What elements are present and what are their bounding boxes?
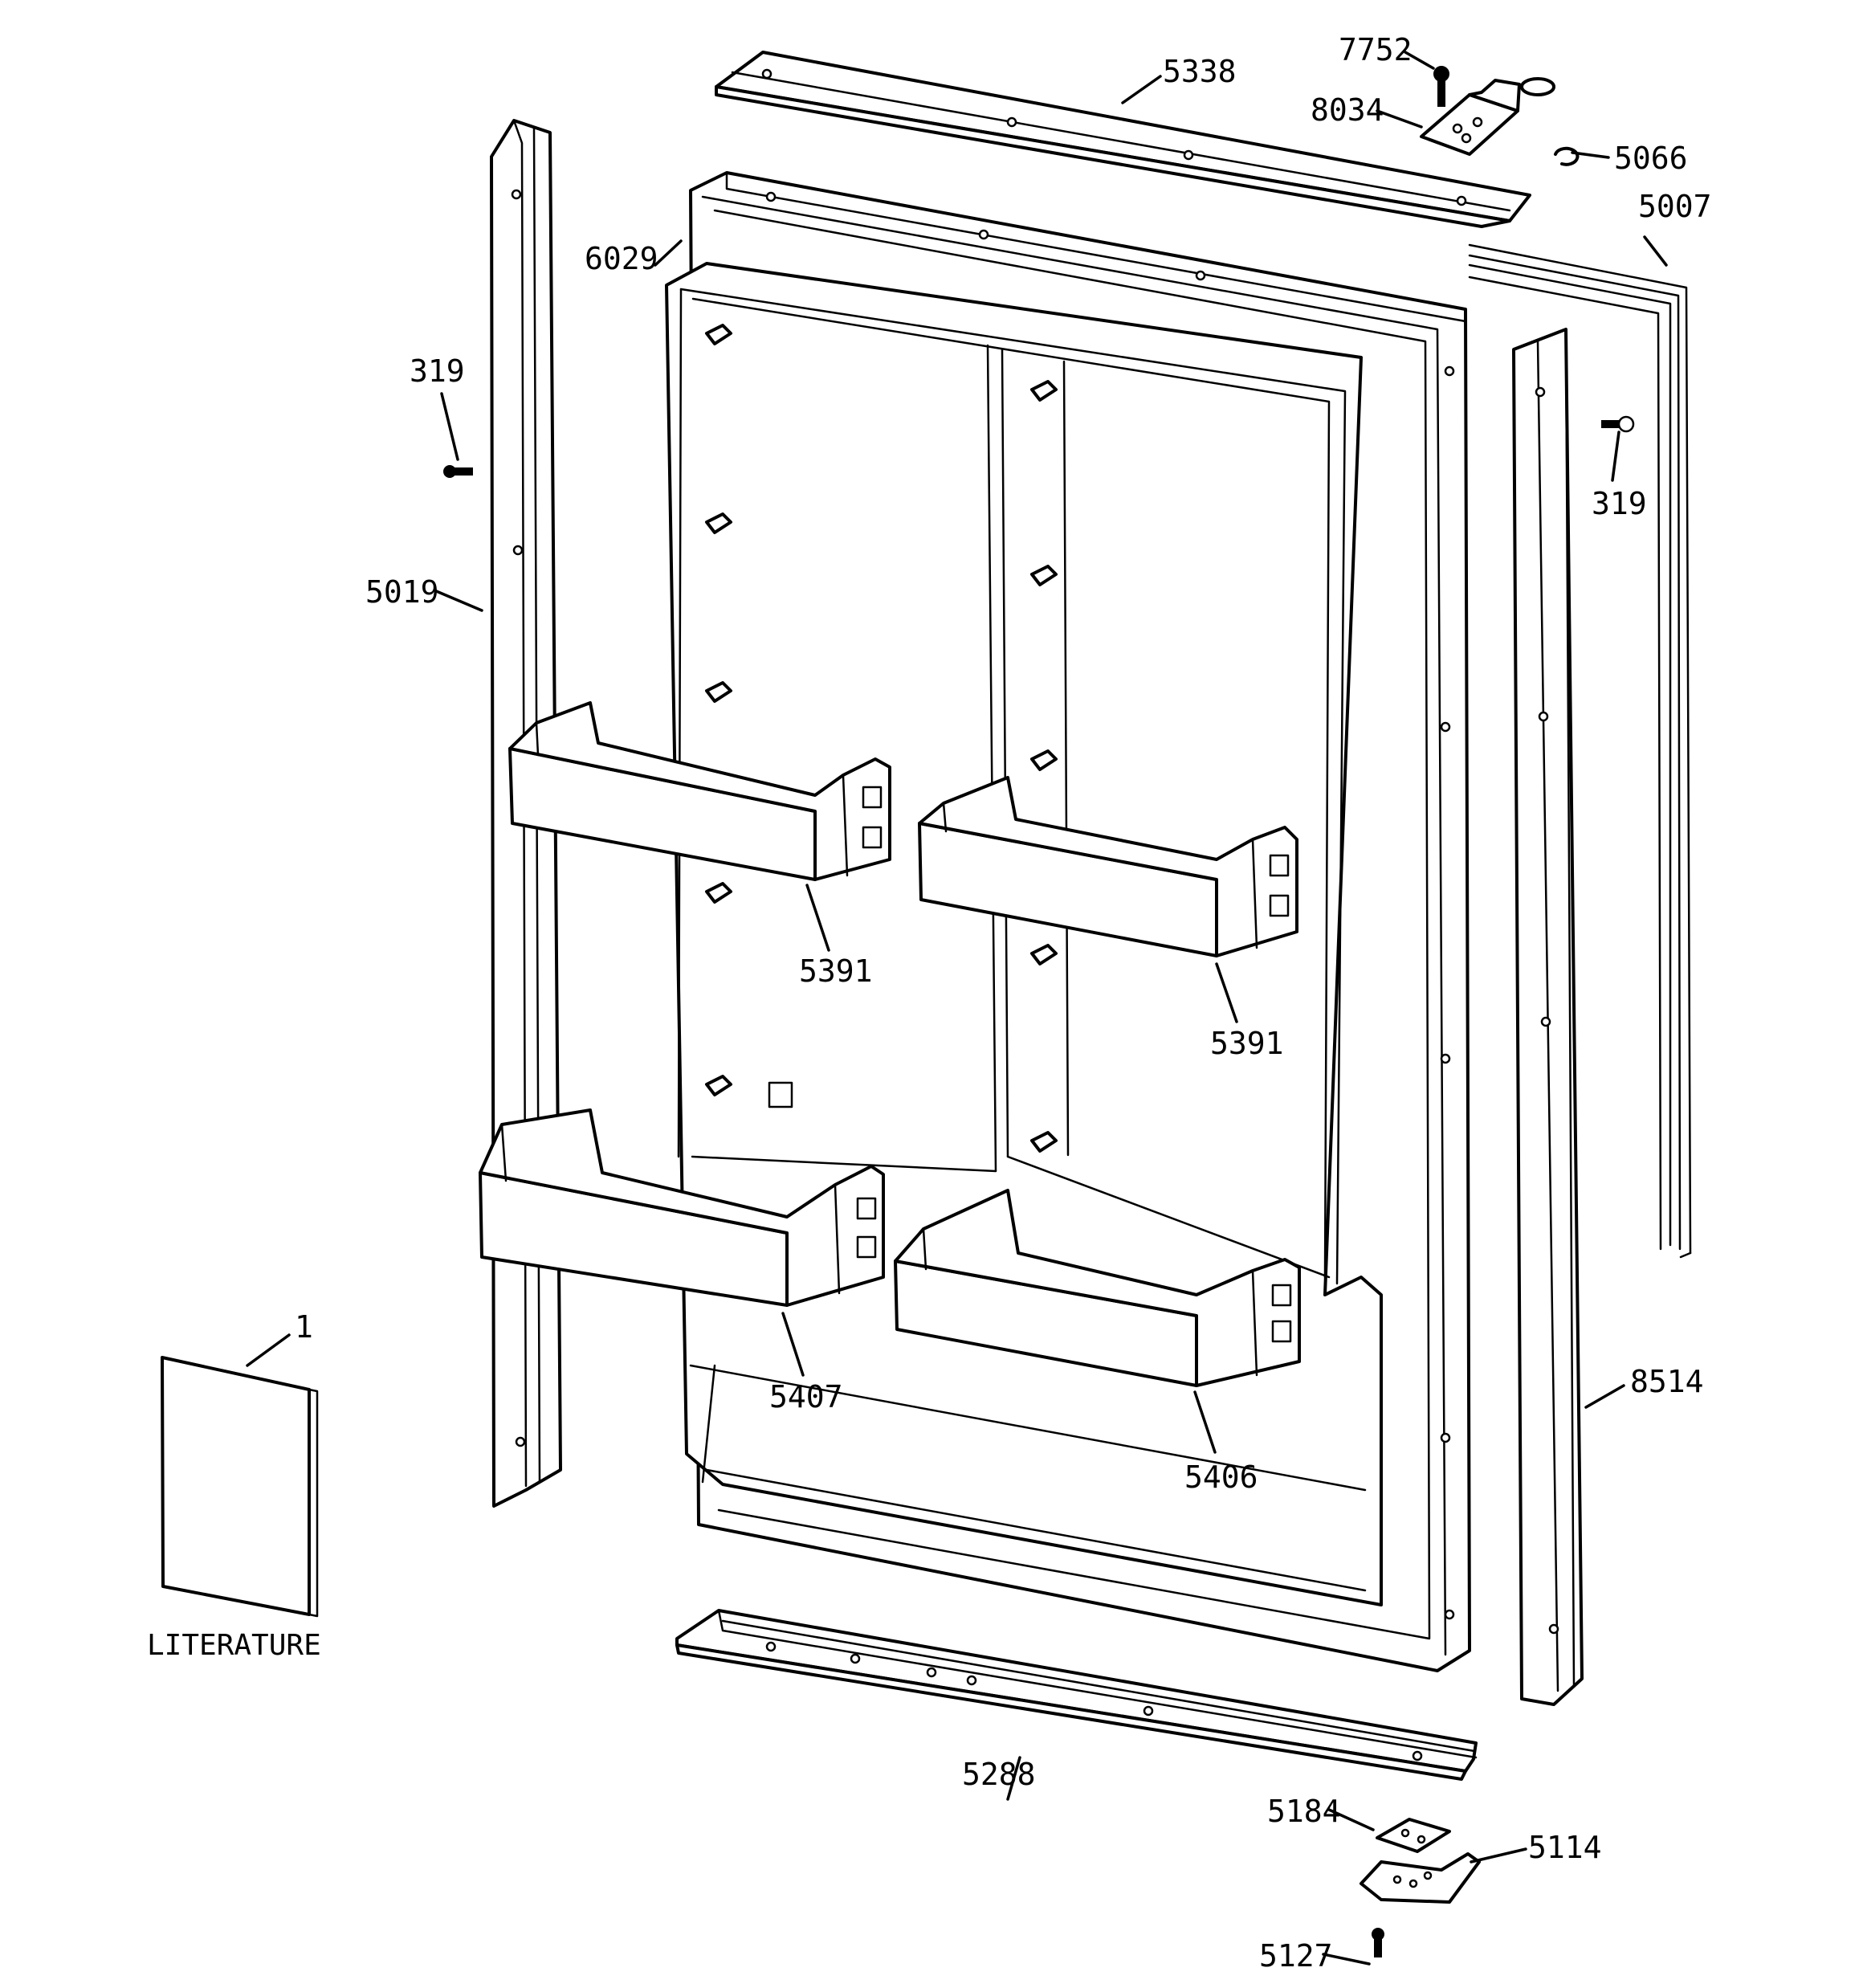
callout-8034: 8034	[1311, 92, 1384, 128]
door-gasket-5007	[1468, 243, 1692, 1259]
callout-5114: 5114	[1528, 1830, 1602, 1865]
callout-5407: 5407	[769, 1379, 843, 1414]
literature-label: LITERATURE	[147, 1629, 321, 1662]
callout-5019: 5019	[365, 574, 439, 610]
clip-5066	[1554, 146, 1580, 166]
door-bin-5406	[894, 1189, 1301, 1387]
callout-319-left: 319	[410, 353, 465, 389]
door-bin-5407	[479, 1108, 885, 1307]
callout-5406: 5406	[1184, 1459, 1258, 1495]
callout-1: 1	[295, 1309, 313, 1345]
callout-5288: 5288	[962, 1757, 1036, 1792]
top-trim-5338	[715, 51, 1531, 228]
literature-sheet-1	[161, 1356, 319, 1618]
bottom-trim-5288	[675, 1609, 1478, 1781]
leader-lines	[246, 51, 1668, 1966]
callout-labels: 5338 7752 8034 5066 5007 6029 319 319 50…	[147, 32, 1712, 1974]
callout-8514: 8514	[1630, 1364, 1704, 1399]
callout-5007: 5007	[1638, 189, 1712, 224]
callout-5066: 5066	[1614, 141, 1688, 176]
right-trim-8514	[1512, 328, 1584, 1706]
hinge-bracket-5114	[1360, 1852, 1481, 1904]
screw-7752	[1433, 66, 1449, 107]
callout-7752: 7752	[1339, 32, 1413, 67]
callout-6029: 6029	[585, 241, 658, 276]
hinge-plate-5184	[1376, 1818, 1451, 1853]
door-bin-5391-right	[918, 776, 1298, 957]
top-hinge-8034	[1420, 77, 1555, 156]
callout-319-right: 319	[1592, 486, 1647, 521]
callout-5184: 5184	[1267, 1794, 1341, 1829]
callout-5127: 5127	[1259, 1938, 1333, 1974]
callout-5338: 5338	[1163, 54, 1237, 89]
callout-5391-right: 5391	[1210, 1026, 1284, 1061]
callout-5391-left: 5391	[799, 953, 873, 989]
screw-5127	[1372, 1928, 1384, 1957]
screw-319-right	[1601, 415, 1635, 433]
door-bin-5391-left	[508, 701, 891, 881]
screw-319-left	[443, 465, 473, 478]
